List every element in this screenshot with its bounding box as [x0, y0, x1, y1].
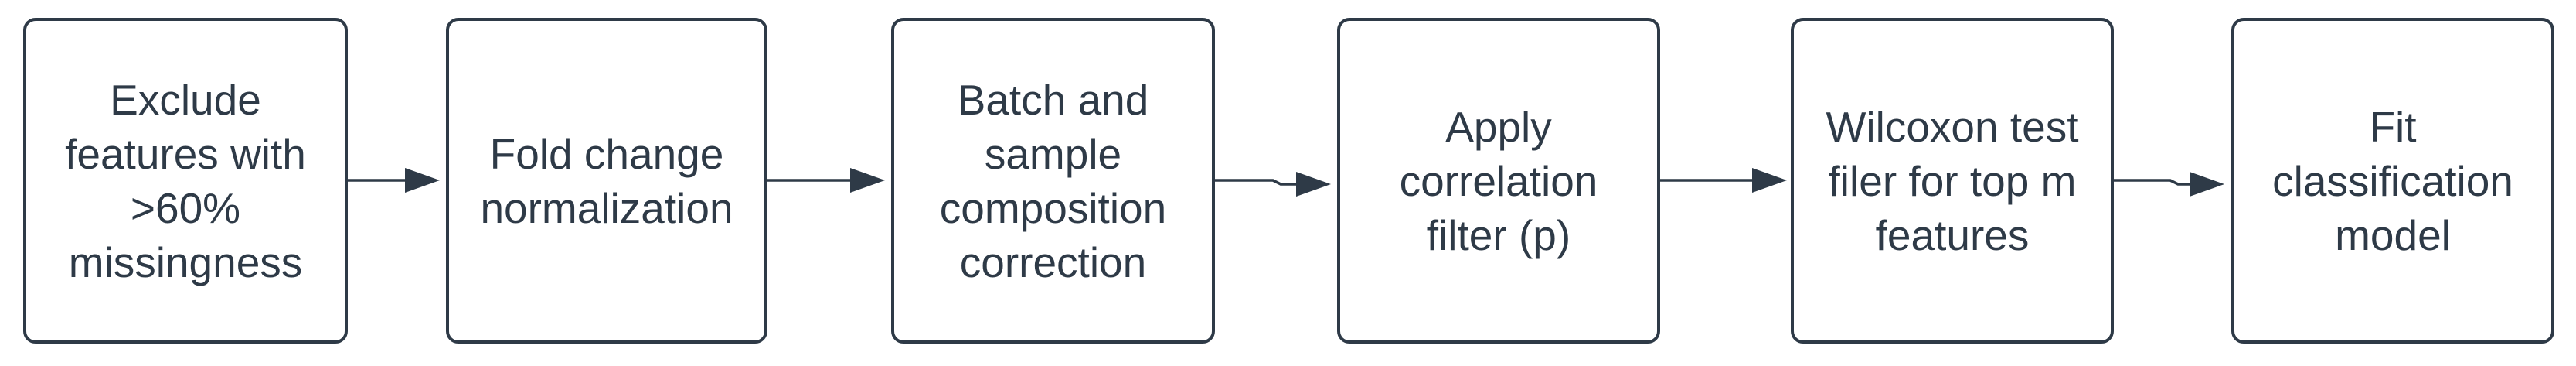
arrowhead-right-icon — [1752, 168, 1787, 193]
flow-step-label: Apply correlation filter (p) — [1399, 102, 1598, 259]
arrowhead-right-icon — [850, 168, 885, 193]
connector-arrow-5 — [2114, 172, 2224, 197]
flow-step-label: Fit classification model — [2272, 102, 2513, 259]
flow-step-label: Exclude features with >60% missingness — [65, 75, 306, 286]
connector-arrow-1 — [348, 168, 440, 193]
connector-arrow-4 — [1660, 168, 1787, 193]
flow-step-correlation-filter: Apply correlation filter (p) — [1337, 18, 1660, 344]
flow-step-exclude-missingness: Exclude features with >60% missingness — [23, 18, 348, 344]
flow-step-label: Batch and sample composition correction — [939, 75, 1167, 286]
arrow-shaft — [1215, 179, 1301, 186]
arrowhead-right-icon — [2190, 172, 2224, 197]
flow-step-fold-change-normalization: Fold change normalization — [446, 18, 767, 344]
flow-step-batch-correction: Batch and sample composition correction — [891, 18, 1215, 344]
connector-arrow-3 — [1215, 172, 1331, 197]
flow-step-label: Wilcoxon test filer for top m features — [1826, 102, 2079, 259]
flow-step-label: Fold change normalization — [480, 129, 733, 232]
arrowhead-right-icon — [1296, 172, 1331, 197]
flow-step-wilcoxon-filter: Wilcoxon test filer for top m features — [1791, 18, 2114, 344]
arrow-shaft — [2114, 179, 2194, 186]
connector-arrow-2 — [767, 168, 885, 193]
arrowhead-right-icon — [405, 168, 440, 193]
flow-step-fit-model: Fit classification model — [2231, 18, 2554, 344]
